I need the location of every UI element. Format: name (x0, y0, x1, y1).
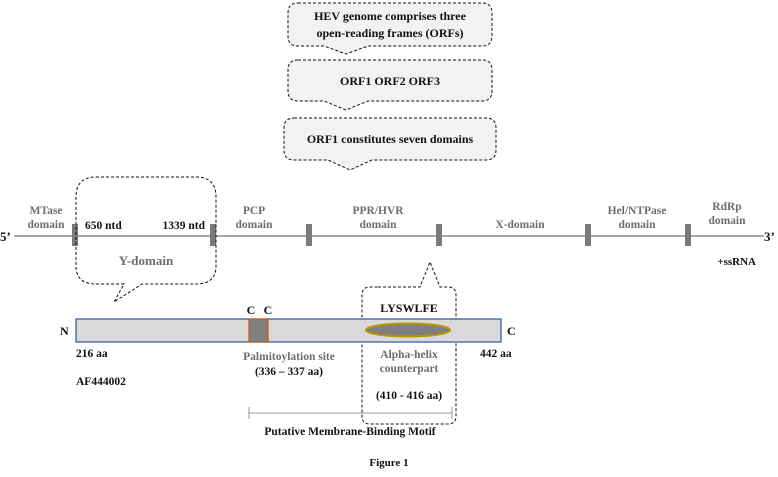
y-end-label: 1339 ntd (163, 220, 206, 232)
marker-mtase-end (72, 224, 78, 246)
marker-ppr-end (436, 224, 442, 246)
rdrp-label-1: RdRp (712, 201, 741, 213)
callout-orfs: ORF1 ORF2 ORF3 (287, 59, 493, 111)
callout-genome: HEV genome comprises three open-reading … (287, 2, 493, 55)
palmitoylation-region (248, 318, 269, 343)
callout-domains: ORF1 constitutes seven domains (283, 117, 497, 171)
accession-label: AF444002 (76, 376, 126, 388)
marker-y-end (210, 224, 216, 246)
ppr-label-2: domain (359, 219, 397, 231)
figure-label: Figure 1 (369, 457, 408, 469)
c-terminus-label: C (507, 324, 516, 338)
mtase-label-1: MTase (30, 205, 63, 217)
y-domain-label: Y-domain (119, 253, 174, 268)
membrane-motif-bracket: Putative Membrane-Binding Motif (248, 407, 453, 438)
ppr-label-1: PPR/HVR (352, 205, 404, 217)
rdrp-label-2: domain (708, 215, 746, 227)
palmitoylation-label: Palmitoylation site (243, 351, 335, 363)
x-domain-label: X-domain (495, 219, 545, 231)
membrane-motif-label: Putative Membrane-Binding Motif (264, 426, 435, 438)
hel-label-1: Hel/NTPase (608, 205, 667, 217)
y-domain-callout: 650 ntd 1339 ntd Y-domain (75, 176, 217, 303)
protein-map: N C C C LYSWLFE 216 aa AF444002 442 aa P… (60, 301, 516, 402)
helix-callout (361, 260, 457, 425)
pcp-label-1: PCP (243, 205, 265, 217)
callout-genome-line1: HEV genome comprises three (314, 9, 467, 23)
ssrna-label: +ssRNA (717, 256, 756, 268)
mtase-label-2: domain (27, 219, 65, 231)
five-prime-label: 5’ (0, 229, 11, 244)
pcp-label-2: domain (235, 219, 273, 231)
motif-sequence-label: LYSWLFE (380, 301, 438, 315)
cysteine-1-label: C (247, 303, 256, 317)
hel-label-2: domain (618, 219, 656, 231)
helix-label-2: counterpart (380, 363, 439, 375)
genome-map: 5’ 3’ MTase domain PCP domain PPR/HVR do… (0, 201, 775, 268)
three-prime-label: 3’ (764, 229, 775, 244)
callout-domains-text: ORF1 constitutes seven domains (307, 132, 474, 146)
marker-hel-end (685, 224, 691, 246)
start-aa-label: 216 aa (76, 348, 108, 360)
alpha-helix-region (365, 322, 451, 338)
y-start-label: 650 ntd (85, 220, 122, 232)
helix-range: (410 - 416 aa) (376, 390, 442, 402)
n-terminus-label: N (60, 324, 69, 338)
marker-pcp-end (306, 224, 312, 246)
helix-label-1: Alpha-helix (380, 349, 438, 361)
end-aa-label: 442 aa (480, 348, 512, 360)
palmitoylation-range: (336 – 337 aa) (255, 366, 323, 378)
marker-x-end (585, 224, 591, 246)
cysteine-2-label: C (264, 303, 273, 317)
callout-genome-line2: open-reading frames (ORFs) (316, 26, 463, 40)
callout-orfs-text: ORF1 ORF2 ORF3 (340, 74, 440, 88)
